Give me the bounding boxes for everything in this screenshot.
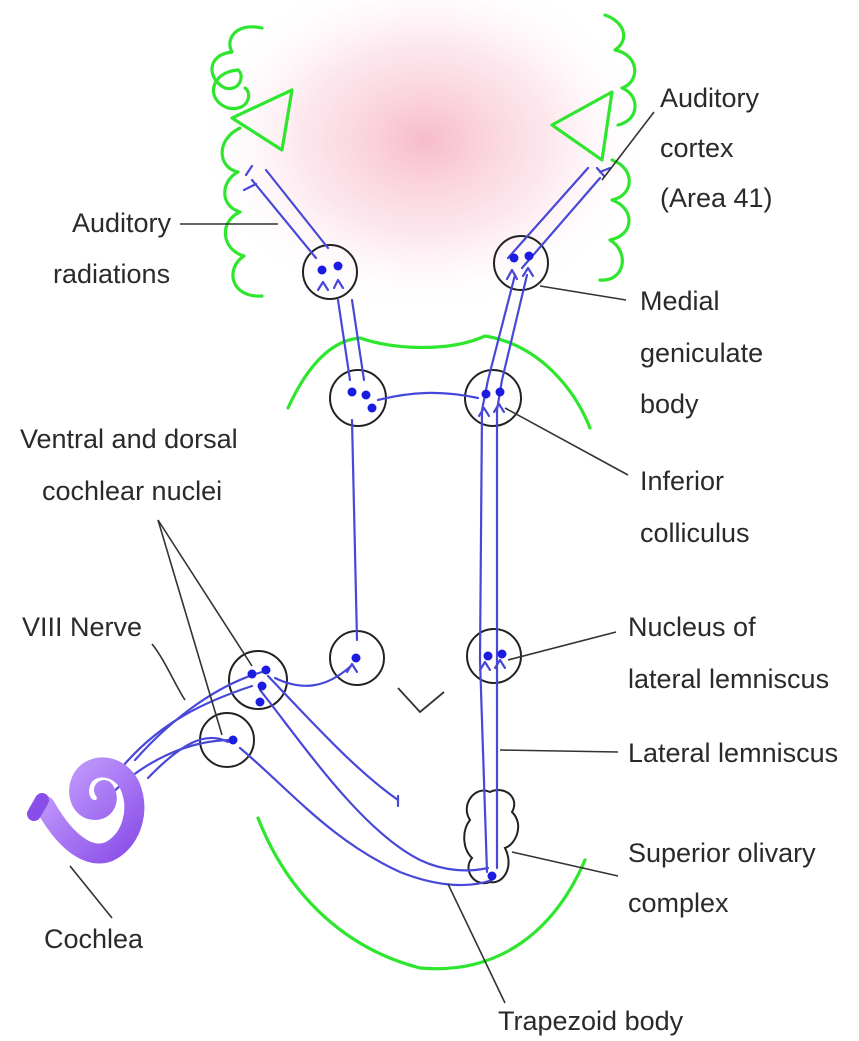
viii-nerve-fibre-3 — [135, 672, 262, 760]
leader-superior-olivary — [512, 852, 618, 876]
leader-cochlear-nuclei-a — [158, 520, 252, 666]
leader-cochlear-nuclei-b — [158, 520, 222, 735]
label-medial-geniculate: Medial geniculate body — [640, 286, 771, 419]
cochlea-shape — [34, 767, 134, 853]
brainstem-outline — [258, 818, 585, 969]
leader-inferior-colliculus — [505, 408, 628, 475]
label-cochlea: Cochlea — [44, 924, 144, 954]
leader-cochlea — [70, 866, 112, 918]
cortex-glow — [195, 0, 655, 315]
midline-v-mark — [398, 688, 444, 712]
lateral-lemniscus-b — [497, 275, 527, 868]
label-lateral-lemniscus: Lateral lemniscus — [628, 738, 838, 768]
label-viii-nerve: VIII Nerve — [22, 612, 142, 642]
label-inferior-colliculus: Inferior colliculus — [640, 466, 750, 548]
label-auditory-cortex: Auditory cortex (Area 41) — [660, 83, 773, 213]
label-cochlear-nuclei: Ventral and dorsal cochlear nuclei — [20, 424, 245, 506]
label-trapezoid-body: Trapezoid body — [498, 1006, 684, 1036]
right-lateral-lemniscus-nucleus — [467, 629, 521, 683]
leader-lateral-lemniscus — [500, 750, 618, 752]
nuclei — [200, 236, 548, 883]
midbrain-outline — [288, 336, 590, 428]
colliculus-commissure — [378, 393, 478, 400]
leader-nucleus-ll — [508, 632, 616, 660]
left-inferior-colliculus — [330, 370, 386, 426]
label-superior-olivary: Superior olivary complex — [628, 838, 823, 918]
leader-viii-nerve — [152, 644, 185, 700]
label-auditory-radiations: Auditory radiations — [53, 208, 179, 289]
label-nucleus-lateral-lemniscus: Nucleus of lateral lemniscus — [628, 612, 829, 694]
left-ascend — [352, 420, 357, 640]
leader-medial-geniculate — [540, 286, 626, 300]
leader-trapezoid — [448, 884, 505, 1003]
trapezoid-fibre-2 — [240, 748, 492, 885]
